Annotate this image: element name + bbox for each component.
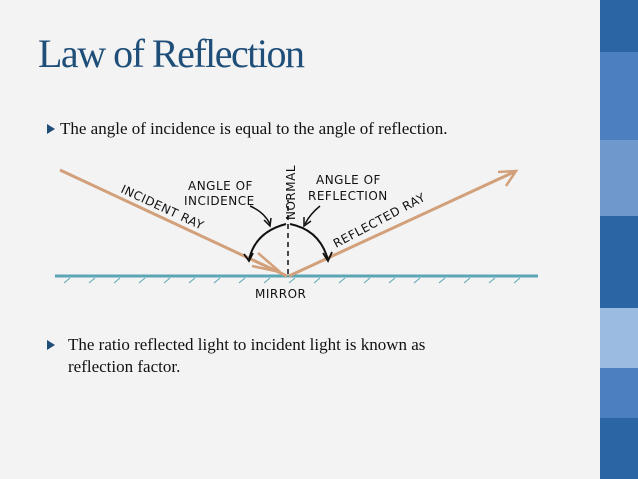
reflection-diagram: INCIDENT RAY ANGLE OF INCIDENCE NORMAL A… (55, 165, 538, 301)
mirror-hatching (63, 277, 521, 284)
reflected-ray (288, 170, 515, 278)
mirror-label: MIRROR (255, 287, 306, 301)
angle-of-incidence-label: ANGLE OF (188, 179, 253, 193)
bullet-text: The angle of incidence is equal to the a… (60, 119, 448, 138)
reflection-angle-arc (289, 223, 329, 261)
angle-of-reflection-label: ANGLE OF (316, 173, 381, 187)
incident-ray (59, 168, 288, 278)
reflection-arc-arrowhead (322, 251, 333, 263)
angle-of-incidence-label: INCIDENCE (184, 194, 255, 208)
incidence-angle-arc (248, 223, 287, 261)
bullet-text: The ratio reflected light to incident li… (68, 335, 426, 354)
normal-label: NORMAL (284, 165, 298, 220)
strip-block (600, 140, 638, 216)
reflection-pointer-arrowhead (303, 217, 312, 228)
bullet-text: reflection factor. (68, 357, 181, 376)
reflected-ray-arrowhead (497, 169, 519, 187)
page-title: Law of Reflection (38, 31, 305, 76)
bullet-point: The ratio reflected light to incident li… (46, 334, 526, 378)
strip-block (600, 308, 638, 368)
decorative-strip (600, 0, 638, 479)
incident-ray-arrowhead (251, 252, 281, 274)
strip-block (600, 52, 638, 140)
strip-block (600, 418, 638, 479)
reflection-pointer (304, 205, 321, 225)
strip-block (600, 368, 638, 418)
bullet-point: The angle of incidence is equal to the a… (46, 118, 586, 140)
strip-block (600, 0, 638, 52)
strip-block (600, 216, 638, 308)
incidence-arc-arrowhead (243, 252, 254, 263)
incidence-pointer-arrowhead (263, 217, 272, 228)
incidence-pointer (249, 205, 271, 225)
arrow-bullet-icon (46, 334, 68, 356)
arrow-bullet-icon (46, 118, 60, 140)
angle-of-reflection-label: REFLECTION (308, 189, 388, 203)
